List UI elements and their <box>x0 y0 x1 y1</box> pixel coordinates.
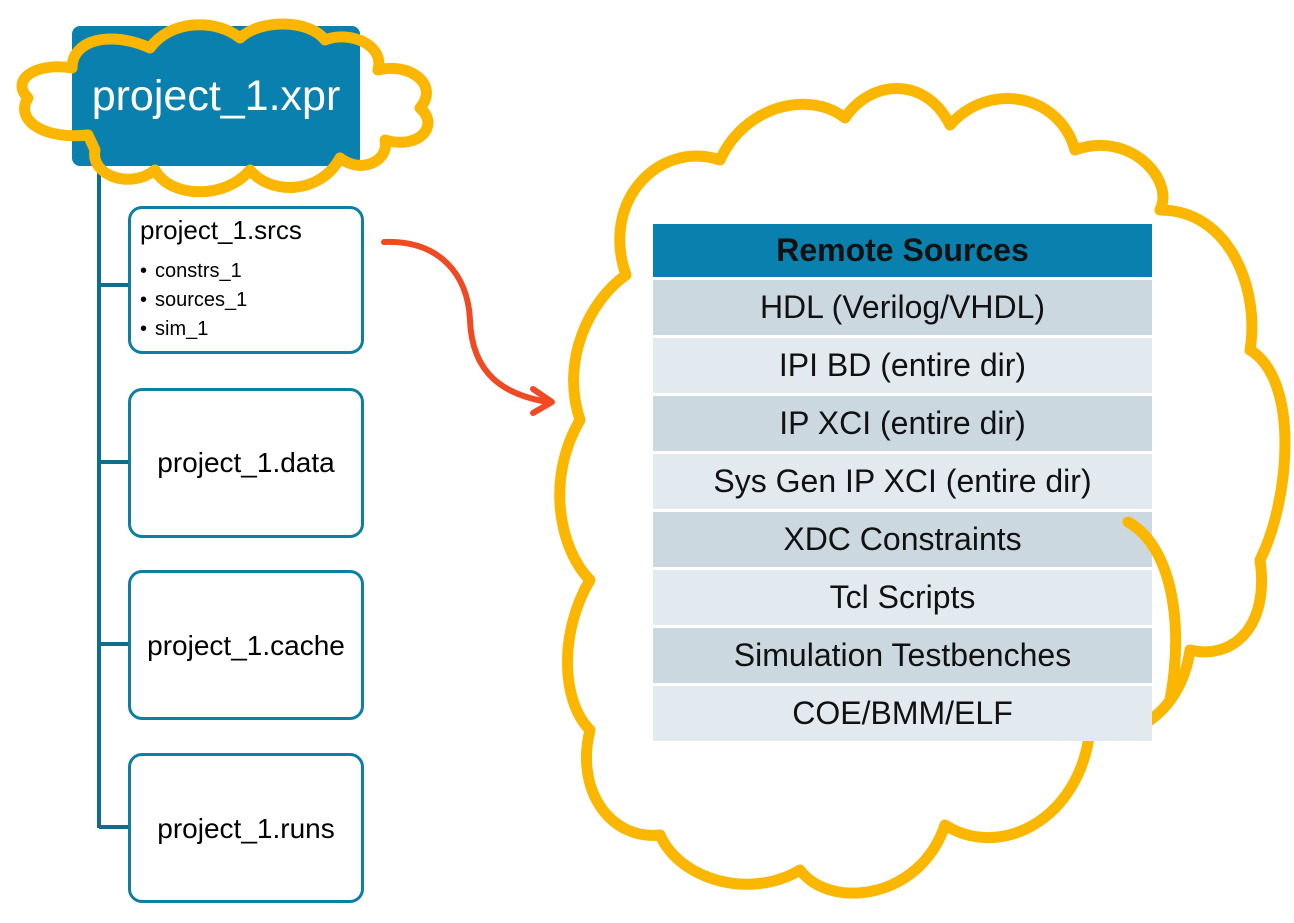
table-row[interactable]: XDC Constraints <box>653 512 1152 567</box>
table-row[interactable]: HDL (Verilog/VHDL) <box>653 280 1152 335</box>
folder-data-title: project_1.data <box>157 447 335 478</box>
remote-sources-header: Remote Sources <box>653 224 1152 277</box>
table-row[interactable]: Simulation Testbenches <box>653 628 1152 683</box>
table-row[interactable]: COE/BMM/ELF <box>653 686 1152 741</box>
folder-cache-title: project_1.cache <box>147 630 345 661</box>
srcs-children-list: constrs_1 sources_1 sim_1 <box>140 257 247 344</box>
srcs-child-item[interactable]: constrs_1 <box>140 257 247 286</box>
folder-cache[interactable]: project_1.cache <box>128 570 364 720</box>
srcs-child-item[interactable]: sim_1 <box>140 315 247 344</box>
folder-runs[interactable]: project_1.runs <box>128 753 364 903</box>
folder-runs-title: project_1.runs <box>157 813 335 844</box>
table-row[interactable]: Sys Gen IP XCI (entire dir) <box>653 454 1152 509</box>
root-project-label: project_1.xpr <box>91 72 341 120</box>
folder-srcs[interactable]: project_1.srcs constrs_1 sources_1 sim_1 <box>128 206 364 354</box>
table-row[interactable]: IPI BD (entire dir) <box>653 338 1152 393</box>
remote-sources-table: Remote Sources HDL (Verilog/VHDL) IPI BD… <box>653 224 1152 741</box>
root-project-box[interactable] <box>72 26 360 166</box>
folder-srcs-title: project_1.srcs <box>140 215 302 245</box>
table-row[interactable]: Tcl Scripts <box>653 570 1152 625</box>
srcs-child-item[interactable]: sources_1 <box>140 286 247 315</box>
table-row[interactable]: IP XCI (entire dir) <box>653 396 1152 451</box>
folder-data[interactable]: project_1.data <box>128 388 364 538</box>
